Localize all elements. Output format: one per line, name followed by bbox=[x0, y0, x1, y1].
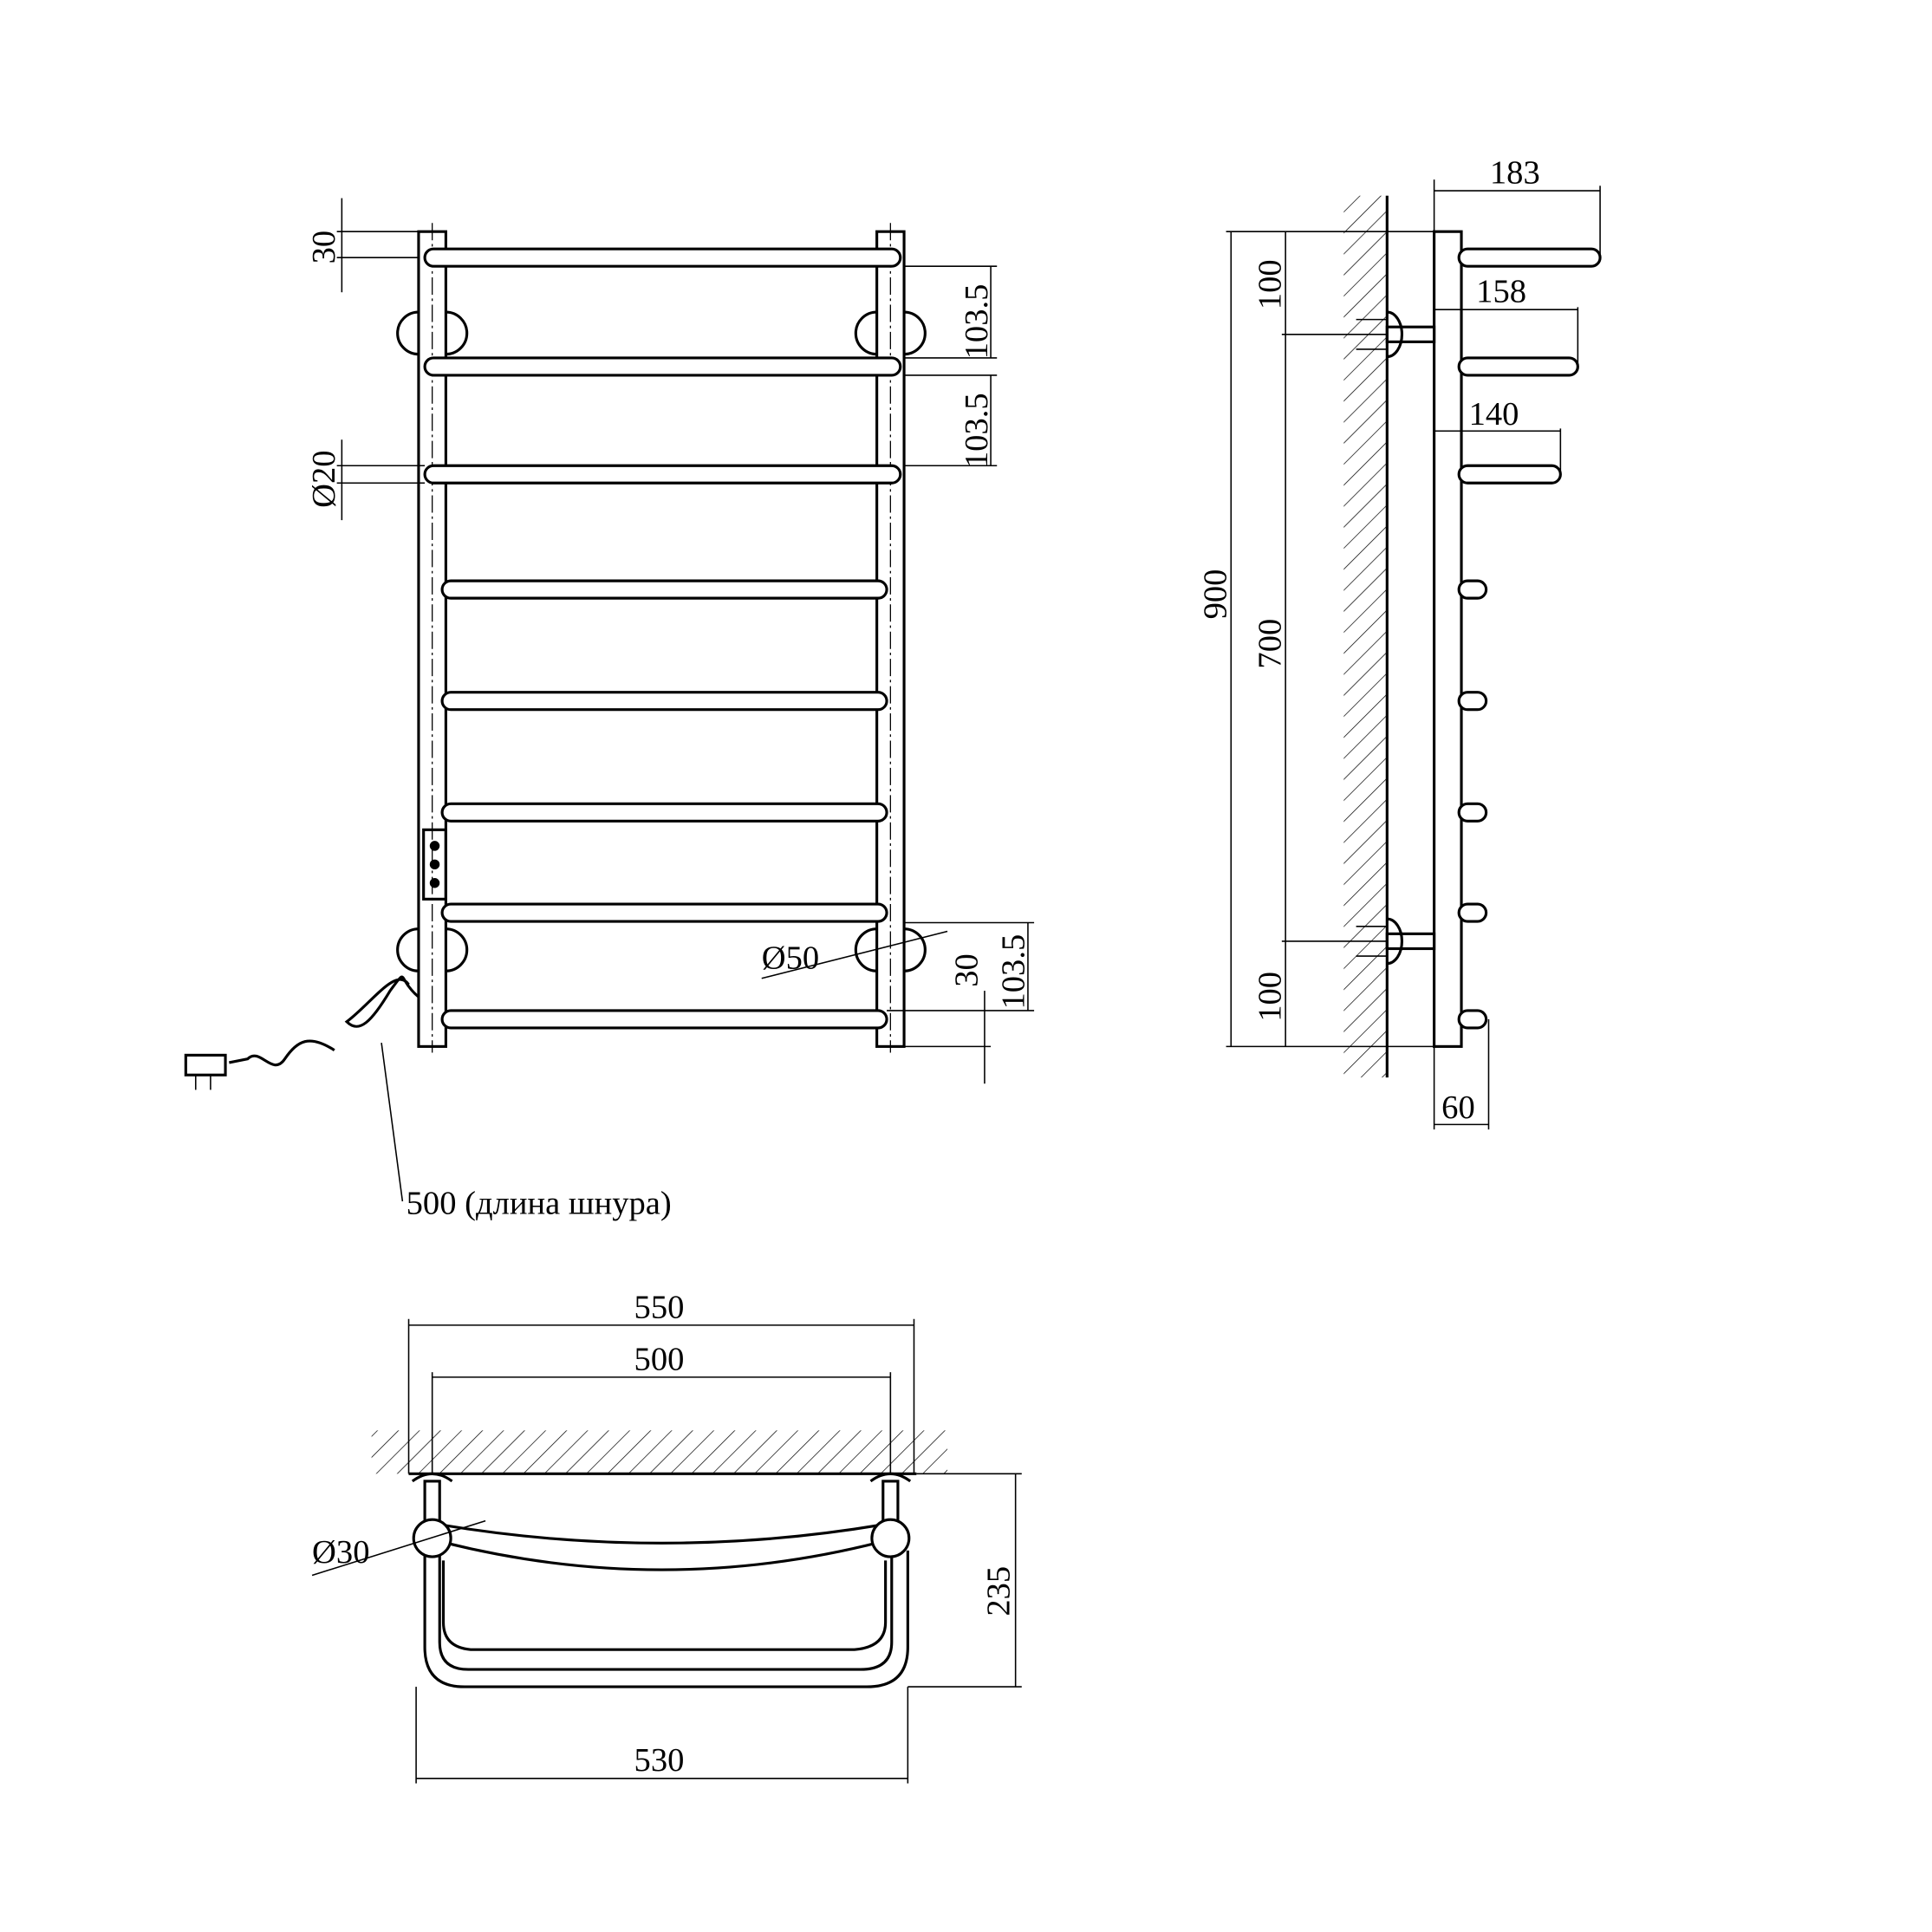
wall-hatch bbox=[1343, 195, 1388, 1078]
plug-icon bbox=[184, 1053, 227, 1077]
dim-post-offset: 60 bbox=[1441, 1090, 1475, 1126]
dim-post-diameter: Ø50 bbox=[762, 940, 819, 976]
dim-mount-diameter: Ø30 bbox=[312, 1534, 369, 1571]
front-view: 500 (длина шнура) 30 Ø20 103.5 103.5 Ø50… bbox=[184, 198, 1035, 1221]
dim-rail-diameter: Ø20 bbox=[306, 450, 342, 507]
dim-top-offset: 30 bbox=[306, 231, 342, 264]
dim-depth: 235 bbox=[981, 1566, 1018, 1617]
dim-body-width: 530 bbox=[634, 1742, 685, 1779]
dim-depth-third: 140 bbox=[1469, 396, 1519, 433]
top-wall-hatch bbox=[371, 1430, 948, 1474]
side-view: 900 100 700 100 183 158 140 60 bbox=[1198, 154, 1602, 1130]
dim-total-height: 900 bbox=[1198, 569, 1234, 620]
right-mount-circle bbox=[870, 1518, 911, 1558]
dim-total-width: 550 bbox=[634, 1289, 685, 1325]
dim-bottom-spacing: 103.5 bbox=[996, 934, 1032, 1010]
control-box bbox=[422, 828, 447, 901]
dim-rail-spacing-2: 103.5 bbox=[959, 393, 995, 468]
dim-bottom-mount: 100 bbox=[1252, 972, 1288, 1022]
cord-length-label: 500 (длина шнура) bbox=[407, 1185, 672, 1221]
power-cord bbox=[344, 975, 420, 1028]
dim-depth-second: 158 bbox=[1476, 274, 1526, 310]
dim-bottom-offset: 30 bbox=[948, 953, 985, 987]
side-post bbox=[1433, 230, 1463, 1048]
dim-mount-width: 500 bbox=[634, 1341, 685, 1377]
power-cord-coil bbox=[229, 1039, 335, 1067]
rails bbox=[423, 247, 902, 1030]
dim-top-mount: 100 bbox=[1252, 259, 1288, 309]
dim-rail-spacing-1: 103.5 bbox=[959, 284, 995, 360]
dim-mount-spacing: 700 bbox=[1252, 619, 1288, 669]
mount-brackets bbox=[396, 310, 927, 973]
dim-depth-top: 183 bbox=[1490, 154, 1540, 191]
top-view: 550 500 Ø30 235 530 bbox=[311, 1289, 1022, 1784]
